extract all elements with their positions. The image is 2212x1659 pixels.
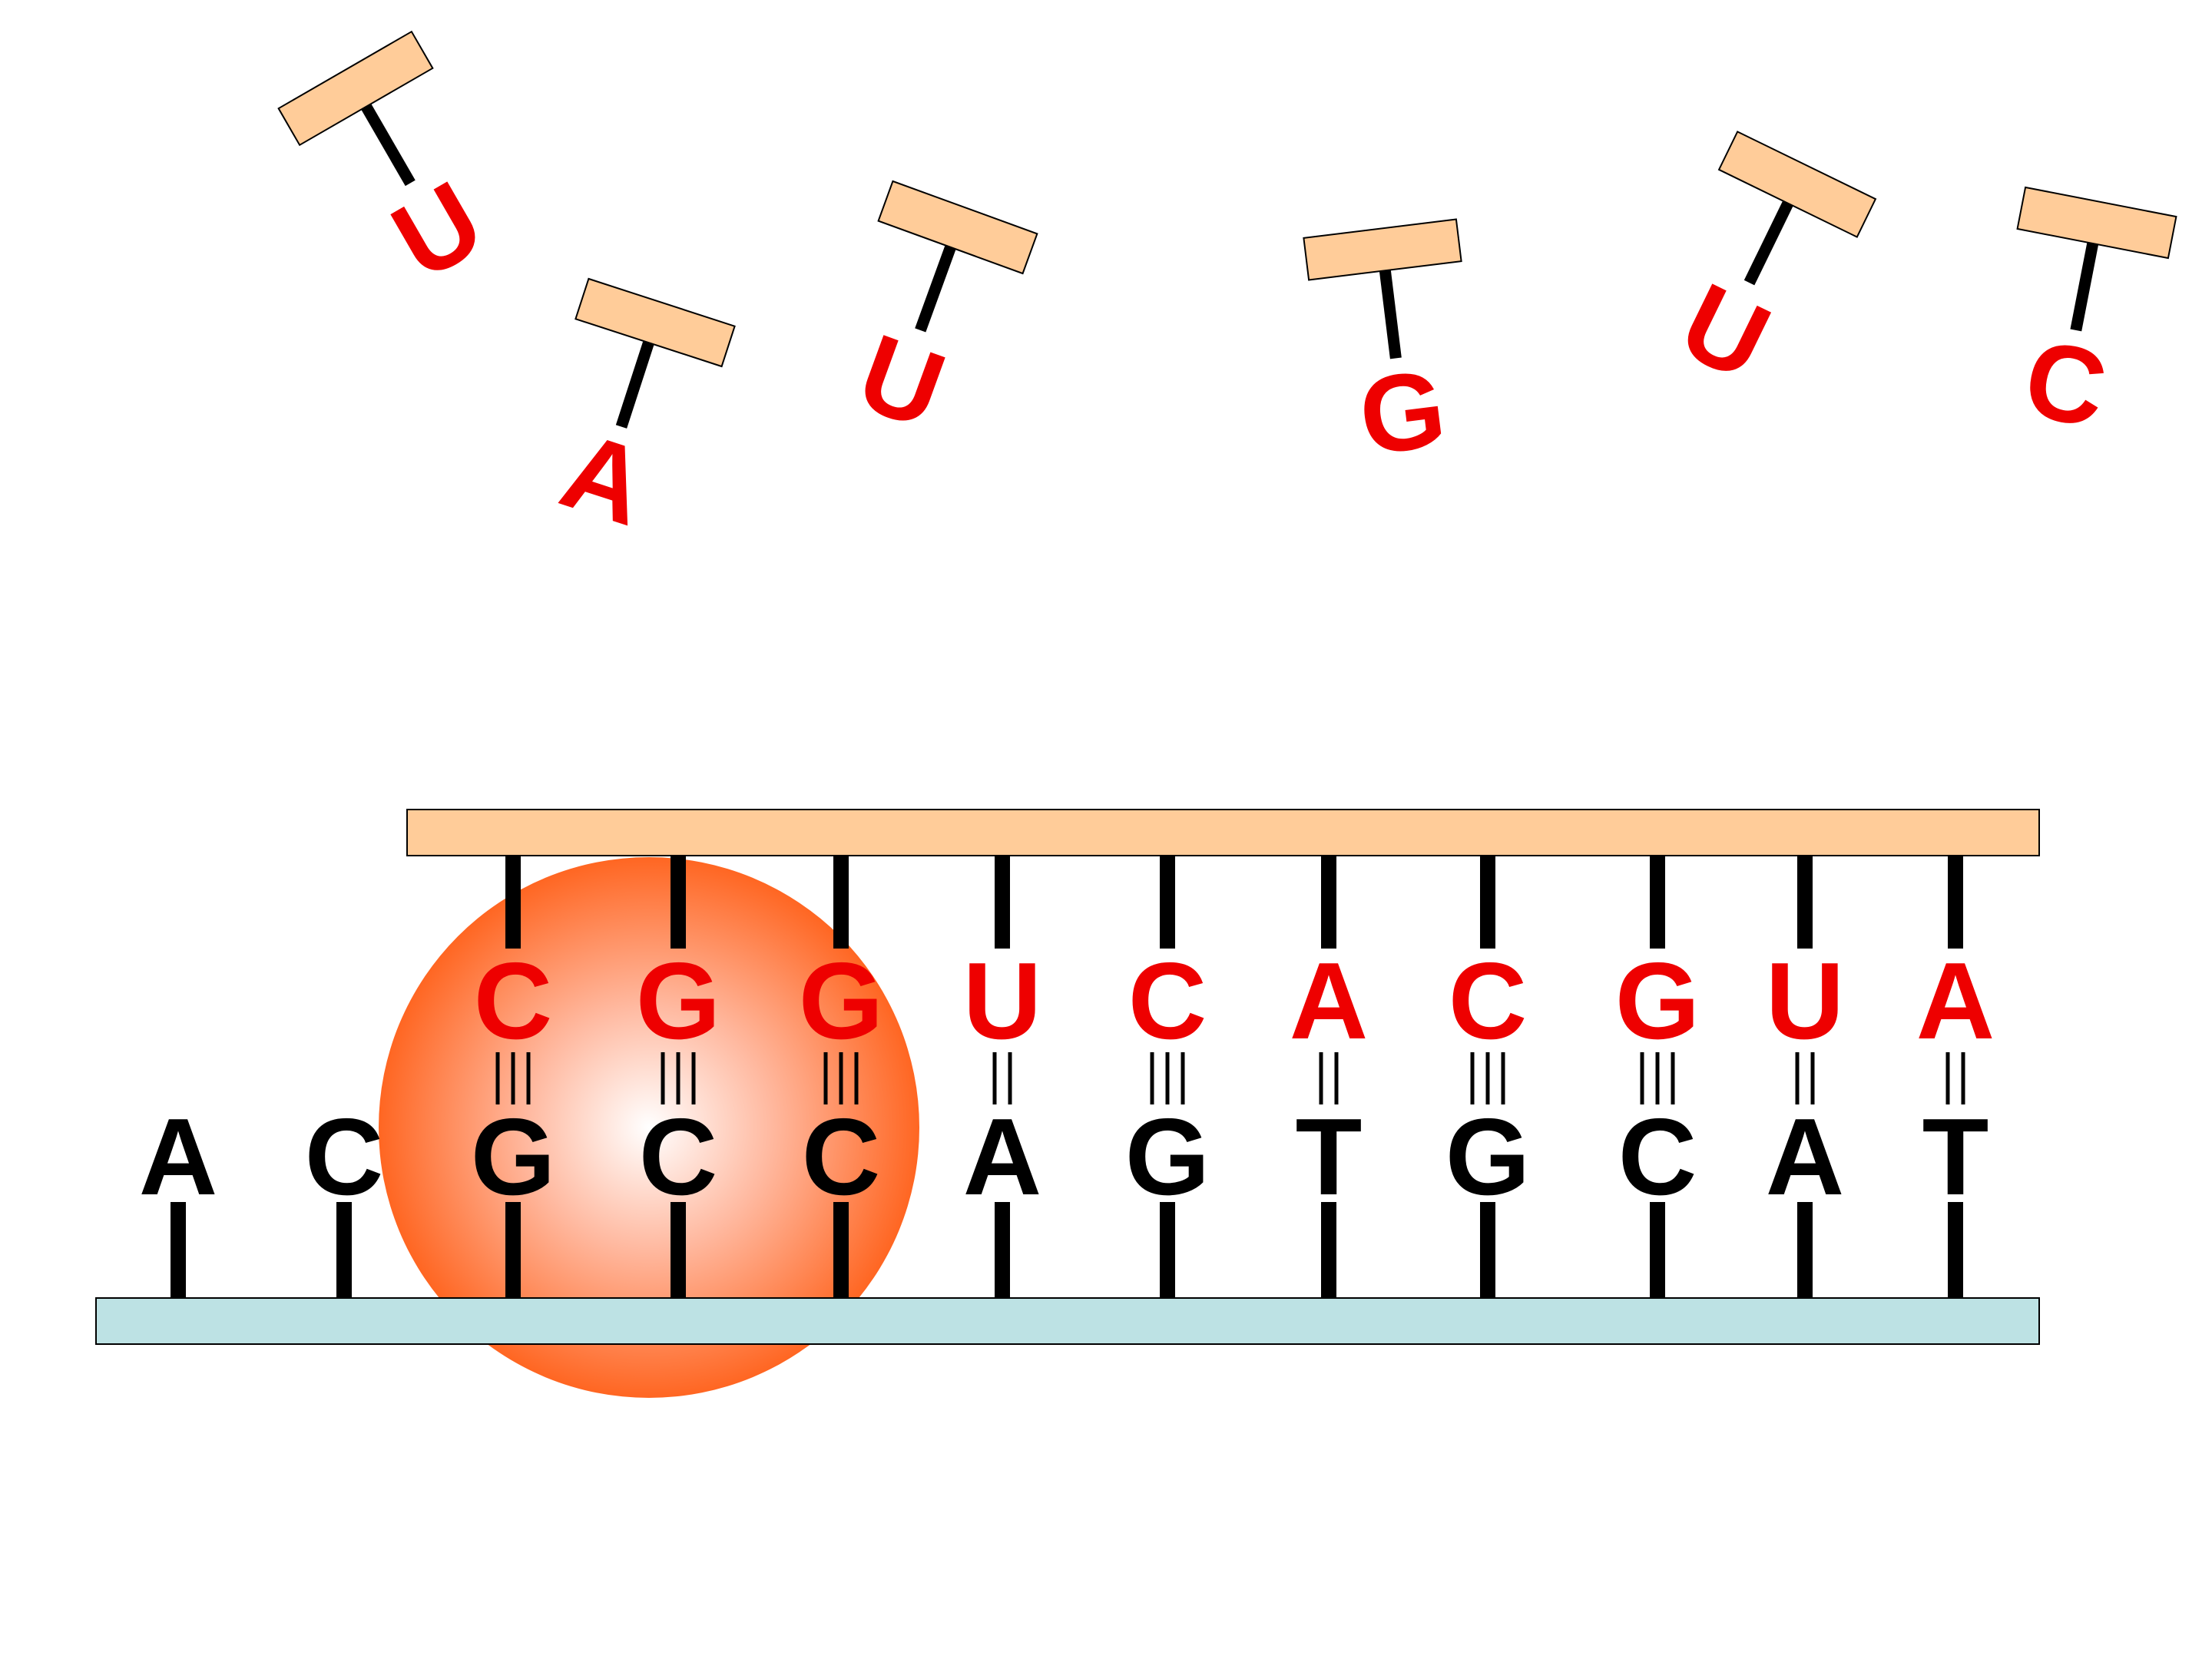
nucleotide-stem xyxy=(915,245,956,333)
rna-backbone xyxy=(406,809,2040,856)
dna-base: C xyxy=(639,1096,718,1218)
nucleotide-sugar xyxy=(1303,218,1462,281)
rna-base: G xyxy=(636,940,720,1062)
nucleotide-stem xyxy=(1379,270,1402,359)
free-base: C xyxy=(2015,316,2116,452)
nucleotide-sugar xyxy=(277,30,434,147)
free-nucleotide: U xyxy=(843,180,1038,452)
dna-base: T xyxy=(1922,1096,1989,1218)
dna-base: T xyxy=(1296,1096,1363,1218)
nucleotide-sugar xyxy=(1717,131,1877,238)
dna-backbone xyxy=(95,1297,2040,1345)
free-nucleotide: A xyxy=(548,277,736,549)
free-nucleotide: C xyxy=(2015,186,2177,452)
hydrogen-bonds xyxy=(495,1052,1965,1104)
free-nucleotide: G xyxy=(1303,218,1462,478)
free-nucleotide: U xyxy=(1663,131,1877,404)
rna-base: C xyxy=(1449,940,1528,1062)
rna-base: G xyxy=(1615,940,1700,1062)
free-base: G xyxy=(1353,347,1452,478)
rna-base: A xyxy=(1290,940,1369,1062)
free-base: A xyxy=(548,409,661,549)
nucleotide-stem xyxy=(361,104,416,187)
dna-base: A xyxy=(1766,1096,1845,1218)
free-base: U xyxy=(1663,260,1787,404)
rna-base: U xyxy=(963,940,1042,1062)
dna-base: C xyxy=(1618,1096,1697,1218)
nucleotide-stem xyxy=(2070,242,2099,332)
dna-base: A xyxy=(963,1096,1042,1218)
rna-base: C xyxy=(474,940,553,1062)
free-base: U xyxy=(373,158,502,303)
free-nucleotide: U xyxy=(277,30,502,303)
nucleotide-sugar xyxy=(877,180,1038,275)
dna-base: G xyxy=(1125,1096,1210,1218)
dna-base: C xyxy=(802,1096,881,1218)
nucleotide-sugar xyxy=(575,277,736,368)
nucleotide-stem xyxy=(615,340,654,429)
dna-base: A xyxy=(139,1096,218,1218)
nucleotide-stem xyxy=(1743,200,1793,286)
dna-base: G xyxy=(1445,1096,1530,1218)
rna-base: G xyxy=(799,940,883,1062)
rna-base: C xyxy=(1128,940,1207,1062)
free-base: U xyxy=(843,311,959,452)
rna-base: U xyxy=(1766,940,1845,1062)
dna-base: C xyxy=(305,1096,384,1218)
rna-base: A xyxy=(1916,940,1995,1062)
dna-base: G xyxy=(471,1096,555,1218)
